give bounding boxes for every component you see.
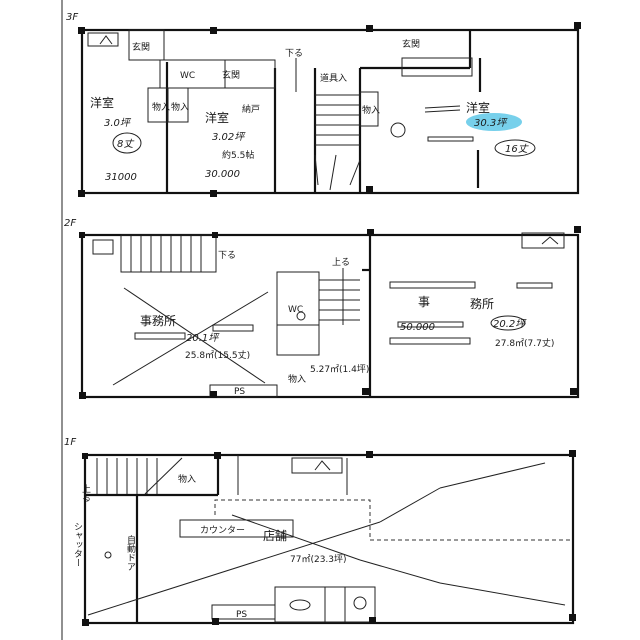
toilet-icon	[296, 311, 306, 321]
storage-label: 道具入	[320, 72, 347, 84]
room-note: 納戸	[242, 103, 260, 115]
room-label: 事務所	[140, 314, 176, 328]
highlight-marker	[466, 113, 522, 131]
room-mats: 8丈	[117, 138, 134, 150]
room-label: 事	[418, 295, 430, 309]
room-area: 3.02坪	[212, 131, 246, 143]
stair-direction: 下る	[285, 48, 303, 59]
sink-icon	[353, 596, 367, 610]
room-rent: 30.000	[205, 169, 240, 180]
stair-direction: 上る	[332, 257, 350, 268]
counter-label: カウンター	[200, 525, 245, 536]
room-area: 20.1坪	[186, 332, 220, 344]
entrance-label: 玄関	[402, 38, 420, 50]
closet-label: 物入	[362, 104, 380, 116]
closet-label: 物入	[152, 101, 170, 113]
room-label: 務所	[470, 297, 494, 311]
floor-1f: 1F 上る 物入 シャッター 自動ドア カウンター 店舗 77㎡(23.3坪) …	[64, 437, 576, 626]
ac-unit-icon	[87, 32, 119, 47]
wc-label: WC	[180, 71, 195, 81]
ac-unit-icon	[291, 457, 343, 474]
room-label: 店舗	[263, 529, 287, 543]
staircase	[120, 234, 217, 273]
room-rent: 31000	[105, 172, 137, 183]
wc-label: WC	[288, 305, 303, 315]
floor-2f: 2F 事務所 20.1坪 25.8㎡(15.5丈) WC 物入 5.27㎡(1.…	[64, 218, 581, 399]
closet-size: 5.27㎡(1.4坪)	[310, 364, 369, 375]
stair-direction: 下る	[218, 250, 236, 261]
room-size: 27.8㎡(7.7丈)	[495, 338, 554, 349]
floor-label-2f: 2F	[64, 218, 76, 229]
closet-label: 物入	[171, 101, 189, 113]
room-mats: 約5.5帖	[222, 149, 254, 161]
floor-label-1f: 1F	[64, 437, 76, 448]
entrance-label: 玄関	[132, 41, 150, 53]
floor-3f-outline	[80, 28, 580, 195]
entrance-label: 玄関	[222, 69, 240, 81]
room-area: 3.0坪	[104, 117, 132, 129]
closet-label: 物入	[288, 373, 306, 385]
room-area: 20.2坪	[493, 318, 527, 330]
floor-2f-outline	[80, 233, 580, 399]
closet-label: 物入	[178, 473, 196, 485]
stair-direction: 上る	[80, 484, 91, 502]
room-size: 77㎡(23.3坪)	[290, 554, 347, 565]
room-area: 30.3坪	[474, 117, 508, 129]
counter	[179, 519, 294, 538]
floor-label-3f: 3F	[66, 12, 78, 23]
shutter-label: シャッター	[72, 522, 83, 567]
ps-label: PS	[236, 610, 247, 620]
floor-3f: 3F 玄関 WC 玄関 玄関 洋室 3.0坪 8丈 31000 物入 物入 洋室…	[66, 12, 581, 197]
room-size: 25.8㎡(15.5丈)	[185, 350, 250, 361]
room-label: 洋室	[466, 100, 490, 115]
toilet-icon	[289, 599, 311, 611]
floor-1f-outline	[83, 453, 575, 625]
ps-label: PS	[234, 387, 245, 397]
room-label: 洋室	[90, 95, 114, 110]
ac-unit-icon	[92, 239, 114, 255]
room-rent: 50.000	[400, 322, 435, 333]
room-mats: 16丈	[505, 143, 529, 155]
ac-unit-icon	[521, 232, 565, 249]
room-label: 洋室	[205, 110, 229, 125]
light-fixture-icon	[390, 122, 406, 138]
auto-door-label: 自動ドア	[125, 534, 136, 571]
